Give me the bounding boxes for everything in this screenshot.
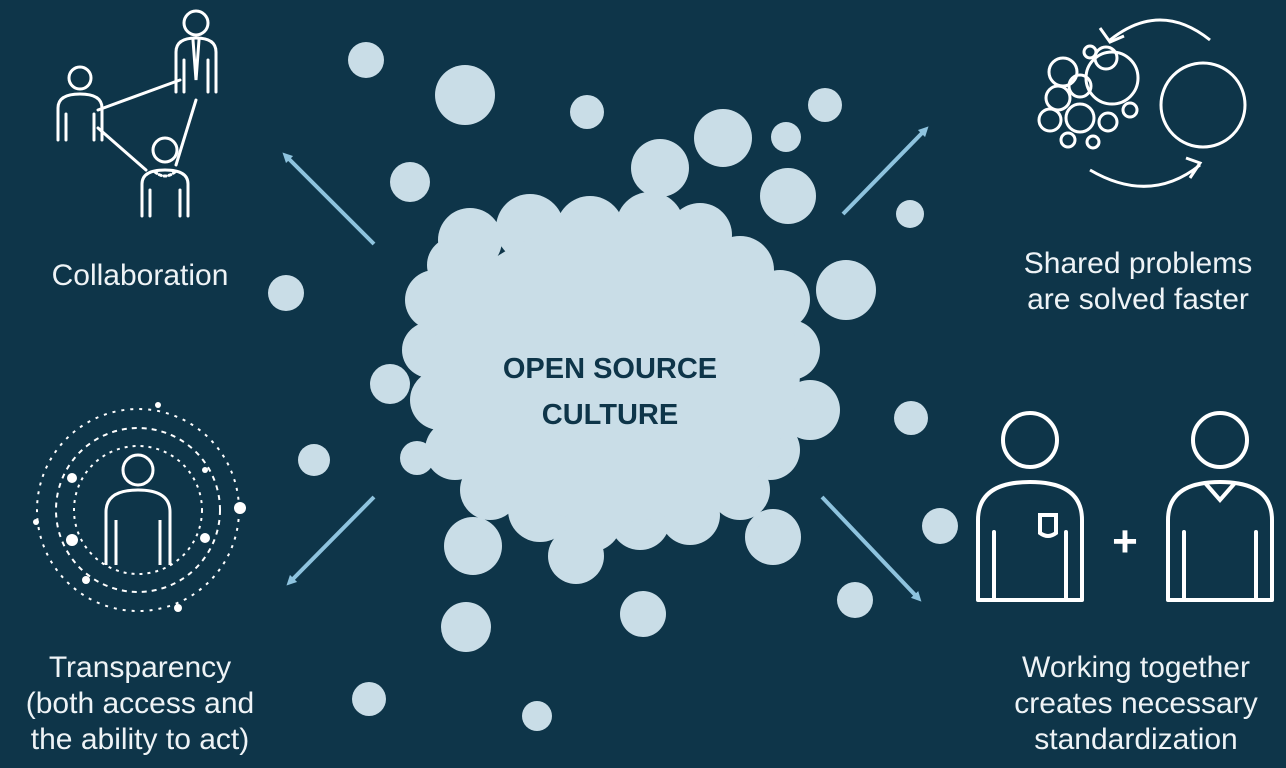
center-title-line1: OPEN SOURCE xyxy=(502,353,718,385)
working-together-line3: standardization xyxy=(1034,723,1238,756)
arrow-to-shared-problems xyxy=(841,126,929,216)
arrow-to-transparency xyxy=(286,495,376,586)
arrow-to-collaboration xyxy=(282,152,376,246)
working-together-label: Working together creates necessary stand… xyxy=(986,650,1286,758)
transparency-line1: Transparency xyxy=(48,651,232,684)
working-together-people-icon xyxy=(976,411,1274,602)
transparency-label: Transparency (both access and the abilit… xyxy=(0,650,280,758)
arrow-to-working-together xyxy=(820,495,922,602)
center-title: OPEN SOURCE CULTURE xyxy=(440,346,780,438)
transparency-line3: the ability to act) xyxy=(30,723,250,756)
arrows xyxy=(282,126,929,602)
plus-sign: + xyxy=(1112,517,1138,566)
working-together-line2: creates necessary xyxy=(1014,687,1258,720)
shared-problems-cycle-icon xyxy=(1037,18,1247,188)
collaboration-network-icon xyxy=(56,9,218,218)
shared-problems-label: Shared problems are solved faster xyxy=(990,246,1286,318)
shared-problems-line1: Shared problems xyxy=(1023,247,1253,280)
center-title-line2: CULTURE xyxy=(541,399,679,431)
bubble-field xyxy=(268,42,958,731)
shared-problems-line2: are solved faster xyxy=(1027,283,1249,316)
collaboration-text: Collaboration xyxy=(51,259,229,292)
working-together-line1: Working together xyxy=(1022,651,1250,684)
transparency-person-icon xyxy=(33,402,246,612)
collaboration-label: Collaboration xyxy=(20,258,260,294)
transparency-line2: (both access and xyxy=(25,687,255,720)
